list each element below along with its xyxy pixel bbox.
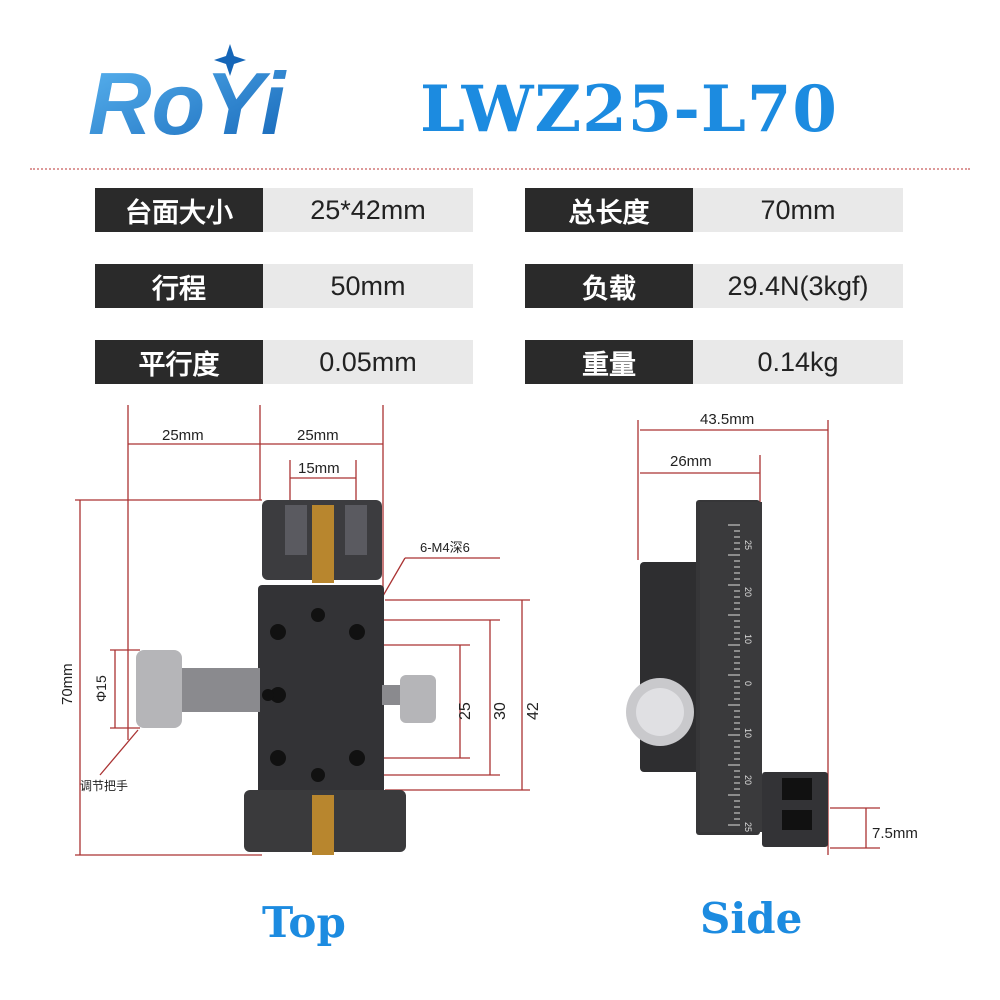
spec-row: 平行度 0.05mm — [95, 340, 473, 384]
dim-25mm-right: 25mm — [297, 427, 339, 444]
spec-label: 负载 — [525, 264, 693, 308]
dim-25: 25 — [457, 702, 474, 720]
scale-label: 0 — [743, 681, 753, 686]
knob-note: 调节把手 — [80, 779, 128, 793]
spec-label: 重量 — [525, 340, 693, 384]
dim-70mm: 70mm — [59, 663, 76, 705]
spec-label: 总长度 — [525, 188, 693, 232]
spec-row: 重量 0.14kg — [525, 340, 903, 384]
dim-42: 42 — [525, 702, 542, 720]
scale-label: 20 — [743, 775, 753, 785]
spec-label: 台面大小 — [95, 188, 263, 232]
caption-side: Side — [700, 894, 803, 943]
spec-value: 0.14kg — [693, 340, 903, 384]
header-divider — [30, 168, 970, 170]
dim-15mm: 15mm — [298, 460, 340, 477]
spec-row: 负载 29.4N(3kgf) — [525, 264, 903, 308]
scale-label: 25 — [743, 822, 753, 832]
dim-43-5mm: 43.5mm — [700, 411, 754, 428]
scale-label: 25 — [743, 540, 753, 550]
dim-30: 30 — [492, 702, 509, 720]
spec-row: 总长度 70mm — [525, 188, 903, 232]
spec-label: 行程 — [95, 264, 263, 308]
dim-phi15: Φ15 — [93, 675, 109, 702]
side-scale: 25 20 10 0 10 20 25 — [728, 524, 753, 832]
scale-label: 10 — [743, 634, 753, 644]
scale-label: 20 — [743, 587, 753, 597]
spec-value: 50mm — [263, 264, 473, 308]
brand-logo: RoYi — [88, 44, 287, 152]
model-title: LWZ25-L70 — [420, 72, 838, 147]
logo-text: RoYi — [88, 54, 287, 152]
caption-top: Top — [262, 898, 346, 947]
spec-value: 0.05mm — [263, 340, 473, 384]
spec-row: 行程 50mm — [95, 264, 473, 308]
scale-label: 10 — [743, 728, 753, 738]
dim-7-5mm: 7.5mm — [872, 825, 918, 842]
dim-26mm: 26mm — [670, 453, 712, 470]
spec-label: 平行度 — [95, 340, 263, 384]
spec-value: 25*42mm — [263, 188, 473, 232]
hole-note: 6-M4深6 — [420, 540, 470, 555]
spec-row: 台面大小 25*42mm — [95, 188, 473, 232]
spec-value: 70mm — [693, 188, 903, 232]
dim-25mm-left: 25mm — [162, 427, 204, 444]
spec-value: 29.4N(3kgf) — [693, 264, 903, 308]
